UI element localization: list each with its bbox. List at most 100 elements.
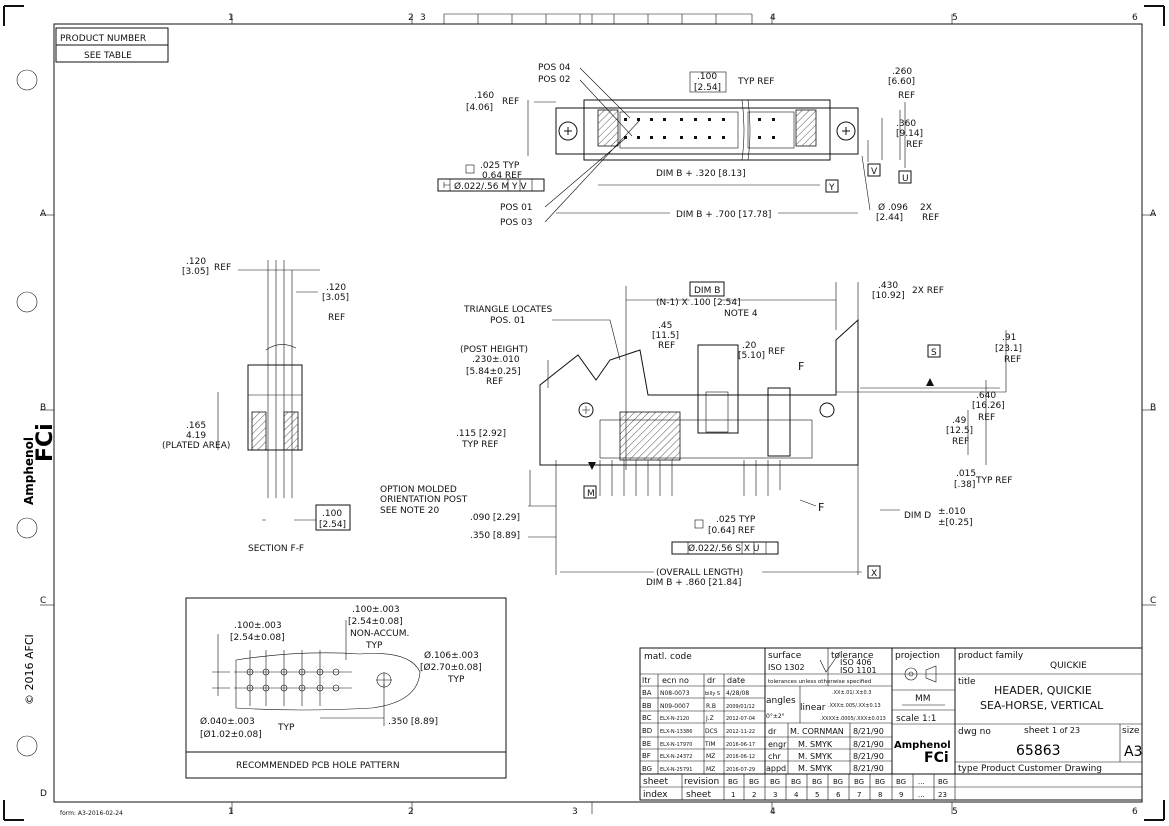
rev-head-date: date (727, 676, 745, 685)
front-view (528, 281, 1007, 579)
tb-role-dr-date: 8/21/90 (853, 727, 884, 736)
tb-lin3: .XXXX±.0005/.XXX±0.013 (820, 716, 886, 722)
index-cell: 5 (815, 791, 819, 799)
front-h91-mm: [23.1] (995, 344, 1022, 354)
rev-row-date: 2016-06-17 (726, 742, 755, 748)
front-dimd-c: ±[0.25] (938, 518, 973, 528)
rev-row-ltr: BG (642, 765, 652, 773)
tb-lin1: .XX±.01/.X±0.3 (832, 690, 871, 696)
rev-row-ltr: BD (642, 727, 652, 735)
rev-row-ecn: ELX-N-13386 (660, 729, 692, 735)
row-mark-c: C (40, 596, 46, 606)
rev-row-ecn: ELX-N-25791 (660, 767, 692, 773)
front-h20-ref: REF (768, 347, 785, 357)
col-mark-6-bottom: 6 (1132, 807, 1138, 817)
pcb-a2: [2.54±0.08] (230, 633, 285, 643)
tb-projection: projection (895, 651, 940, 661)
front-h49-mm: [12.5] (946, 426, 973, 436)
side-top-ref: REF (214, 263, 231, 273)
front-pin-in: .025 TYP (716, 515, 756, 525)
front-tol-pos: Ø.022/.56 S X U (688, 543, 760, 554)
col-mark-1-bottom: 1 (228, 807, 234, 817)
tb-lin2: .XXX±.005/.XX±0.13 (828, 703, 881, 709)
front-h640-mm: [16.26] (972, 401, 1005, 411)
top-hole-in: Ø .096 (878, 202, 908, 213)
tb-size-label: size (1122, 726, 1140, 736)
tb-linear: linear (800, 703, 826, 713)
col-mark-4-bottom: 4 (770, 807, 776, 817)
side-plated-mm: 4.19 (186, 431, 206, 441)
label-pos-01: POS 01 (500, 203, 533, 213)
top-hole-mm: [2.44] (876, 213, 903, 223)
cut-f-top: F (798, 360, 804, 373)
rev-row-dr: J.Z (705, 715, 714, 722)
form-label: form: A3-2016-02-24 (60, 810, 123, 817)
top-pitch-suffix: TYP REF (737, 77, 774, 87)
pcb-a1: .100±.003 (234, 621, 282, 631)
sheet-cell: BG (854, 778, 864, 786)
pcb-d3: TYP (277, 723, 295, 733)
rev-row-dr: billy S (705, 691, 720, 697)
col-mark-3: 3 (420, 13, 426, 23)
index-cell: 8 (878, 791, 882, 799)
pcb-pattern-box (185, 597, 507, 779)
rev-row-dr: MZ (706, 766, 715, 773)
top-hole-ref: REF (922, 213, 939, 223)
sheet-cell: BG (833, 778, 843, 786)
index-cell: 9 (899, 791, 903, 799)
rev-row-ltr: BF (642, 752, 651, 760)
brand-logo: Amphenol FCi © 2016 AFCI (22, 423, 58, 705)
pcb-c3: TYP (447, 675, 465, 685)
index-cell: 3 (773, 791, 777, 799)
front-h45-mm: [11.5] (652, 331, 679, 341)
row-mark-b-right: B (1150, 403, 1156, 413)
rev-row-date: 2016-06-12 (726, 754, 755, 760)
top-dim1: DIM B + .320 [8.13] (656, 169, 746, 179)
product-number-header: PRODUCT NUMBER (60, 34, 146, 44)
sheet-cell: BG (770, 778, 780, 786)
side-plated-in: .165 (186, 421, 206, 431)
label-pos-04: POS 04 (538, 63, 571, 73)
tb-size-val: A3 (1124, 744, 1142, 760)
pcb-b1: .100±.003 (352, 605, 400, 615)
top-pin-mm: 0.64 REF (482, 171, 522, 181)
side-top-in: .120 (186, 257, 206, 267)
top-view (437, 67, 912, 223)
tb-units: MM (915, 694, 931, 704)
side-bot-in: .100 (322, 509, 342, 519)
row-mark-c-right: C (1150, 596, 1156, 606)
tb-title2: SEA-HORSE, VERTICAL (980, 699, 1104, 712)
rev-head-ltr: ltr (642, 676, 651, 685)
label-pos-02: POS 02 (538, 75, 571, 85)
index-cell: 4 (794, 791, 799, 799)
tb-role-appd-date: 8/21/90 (853, 764, 884, 773)
pcb-caption: RECOMMENDED PCB HOLE PATTERN (236, 761, 400, 771)
side-r-mm: [3.05] (322, 293, 349, 303)
rev-row-date: 2012-07-04 (726, 716, 755, 722)
tb-product-family: QUICKIE (1050, 661, 1087, 671)
front-overall2: DIM B + .860 [21.84] (646, 578, 741, 588)
front-h91-in: .91 (1002, 333, 1016, 343)
rev-row-ecn: N09-0007 (660, 703, 690, 710)
index-cell: 23 (938, 791, 947, 799)
front-pin-mm: [0.64] REF (708, 526, 755, 536)
pcb-b4: TYP (365, 641, 383, 651)
front-opt1: OPTION MOLDED (380, 485, 457, 495)
rev-row-ecn: N08-0073 (660, 690, 690, 697)
top-pitch-mm: [2.54] (694, 83, 721, 93)
tb-title-label: title (958, 677, 976, 687)
top-left-ref: REF (502, 97, 519, 107)
rev-row-date: 2009/01/12 (726, 704, 755, 710)
front-h49-in: .49 (952, 416, 967, 426)
front-h640-ref: REF (978, 413, 995, 423)
col-mark-2-bottom: 2 (408, 807, 414, 817)
row-mark-a-right: A (1150, 209, 1157, 219)
label-pos-03: POS 03 (500, 218, 533, 228)
front-pitch: (N-1) X .100 [2.54] (656, 298, 741, 308)
section-view (217, 260, 351, 531)
front-h20-in: .20 (742, 341, 757, 351)
front-h91-ref: REF (1004, 355, 1021, 365)
col-mark-4: 4 (770, 13, 776, 23)
tb-tolerance: tolerance (831, 651, 874, 661)
